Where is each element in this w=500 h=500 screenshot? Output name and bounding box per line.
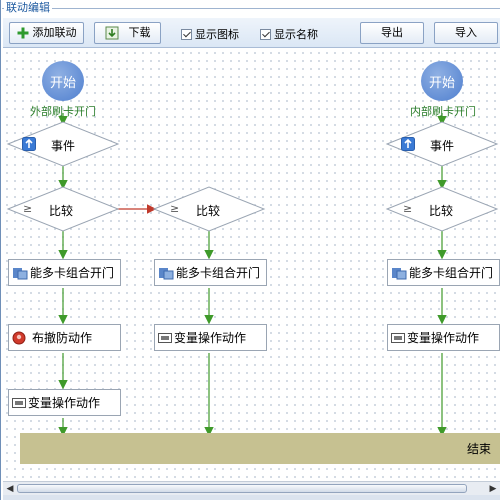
download-icon (105, 26, 118, 40)
arm-action-label: 布撤防动作 (32, 331, 93, 345)
show-icon-checkbox[interactable]: 显示图标 (181, 26, 239, 42)
bottom-border (3, 495, 500, 500)
scrollbar-thumb[interactable] (17, 484, 467, 493)
multi-card-node-left[interactable]: 能多卡组合开门 (8, 259, 121, 286)
compare-icon: ≥ (403, 202, 413, 215)
start-node-text: 开始 (428, 75, 455, 91)
scroll-right-icon[interactable]: ▶ (489, 484, 497, 494)
check-icon (260, 28, 271, 40)
end-node[interactable]: 结束 (20, 433, 500, 464)
event-label-left: 事件 (51, 139, 76, 153)
start-node-left[interactable]: 开始 (42, 61, 84, 101)
var-action-node-left[interactable]: 变量操作动作 (8, 389, 121, 416)
event-icon (22, 137, 36, 151)
start-label-left: 外部刷卡开门 (30, 105, 96, 118)
card-reader-icon (392, 267, 407, 279)
variable-icon (12, 397, 26, 408)
download-button[interactable]: 下载 (94, 22, 161, 44)
event-label-right: 事件 (430, 139, 455, 153)
toolbar: 添加联动 下载 显示图标 显示名称 导出 导入 (3, 18, 500, 48)
start-node-right[interactable]: 开始 (421, 61, 463, 101)
compare-label-middle: 比较 (196, 204, 221, 218)
event-node-left[interactable] (6, 121, 120, 167)
compare-node-right[interactable] (385, 186, 499, 232)
add-linkage-button[interactable]: 添加联动 (9, 22, 84, 44)
card-reader-icon (13, 267, 28, 279)
plus-icon (17, 27, 28, 39)
panel-title: 联动编辑 (4, 1, 52, 15)
compare-icon: ≥ (23, 202, 33, 215)
group-border (2, 8, 500, 9)
event-icon (401, 137, 415, 151)
export-button[interactable]: 导出 (360, 22, 424, 44)
scroll-left-icon[interactable]: ◀ (6, 484, 14, 494)
export-label: 导出 (381, 26, 403, 39)
alarm-icon (12, 331, 26, 344)
import-button[interactable]: 导入 (434, 22, 498, 44)
compare-label-left: 比较 (49, 204, 74, 218)
var-action-label: 变量操作动作 (28, 396, 101, 410)
connector-layer (6, 113, 499, 437)
multi-card-label: 能多卡组合开门 (176, 266, 261, 280)
card-reader-icon (159, 267, 174, 279)
import-label: 导入 (455, 26, 477, 39)
variable-icon (391, 332, 405, 343)
download-label: 下载 (128, 26, 151, 39)
multi-card-label: 能多卡组合开门 (30, 266, 115, 280)
var-action-label: 变量操作动作 (174, 331, 247, 345)
var-action-node-right[interactable]: 变量操作动作 (387, 324, 500, 351)
var-action-label: 变量操作动作 (407, 331, 480, 345)
multi-card-node-middle[interactable]: 能多卡组合开门 (154, 259, 267, 286)
multi-card-node-right[interactable]: 能多卡组合开门 (387, 259, 500, 286)
multi-card-label: 能多卡组合开门 (409, 266, 494, 280)
start-node-text: 开始 (49, 75, 76, 91)
compare-icon: ≥ (170, 202, 180, 215)
flow-canvas[interactable]: 开始 外部刷卡开门 开始 内部刷卡开门 事件 ≥ 比较 ≥ 比较 事件 ≥ 比较… (3, 49, 500, 480)
add-linkage-label: 添加联动 (32, 26, 77, 39)
start-label-right: 内部刷卡开门 (410, 105, 476, 118)
event-node-right[interactable] (385, 121, 499, 167)
show-name-checkbox[interactable]: 显示名称 (260, 26, 318, 42)
show-name-label: 显示名称 (274, 28, 318, 41)
compare-node-left[interactable] (6, 186, 120, 232)
horizontal-scrollbar[interactable]: ◀ ▶ (3, 481, 500, 495)
arm-action-node[interactable]: 布撤防动作 (8, 324, 121, 351)
end-node-text: 结束 (466, 442, 491, 456)
compare-node-middle[interactable] (152, 186, 266, 232)
variable-icon (158, 332, 172, 343)
compare-label-right: 比较 (429, 204, 454, 218)
var-action-node-middle[interactable]: 变量操作动作 (154, 324, 267, 351)
check-icon (181, 28, 192, 40)
show-icon-label: 显示图标 (195, 28, 239, 41)
